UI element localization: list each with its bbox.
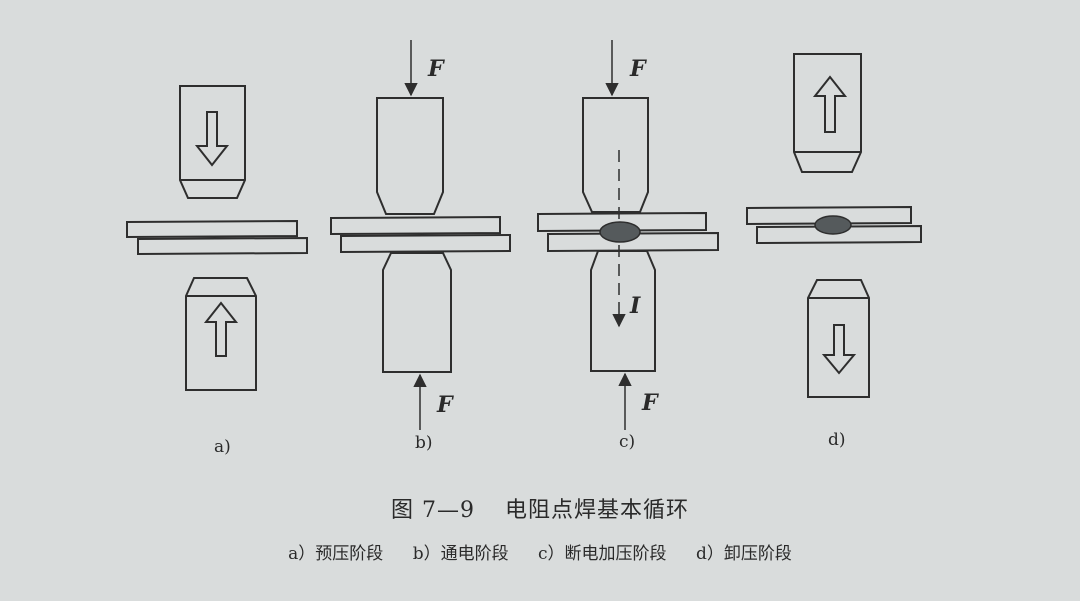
stage-b-group: [330, 40, 511, 430]
arrow-down-icon: [194, 111, 230, 167]
stage-c-lower-electrode: [590, 250, 656, 372]
arrow-up-icon: [203, 301, 239, 357]
stage-c-weld-nugget: [599, 221, 641, 243]
stage-c-lower-sheet: [547, 231, 719, 253]
stage-c-letter: c): [619, 432, 635, 452]
stage-a-letter: a): [214, 437, 231, 457]
stage-b-upper-electrode: [376, 97, 444, 215]
figure-number: 图 7—9: [390, 498, 475, 523]
stage-d-letter: d): [828, 430, 846, 450]
arrow-down-icon: [821, 324, 857, 375]
stage-a-upper-sheet: [126, 219, 298, 239]
stage-d-upper-electrode: [793, 53, 862, 173]
stage-d-weld-nugget: [814, 215, 852, 235]
stage-c-current-label: I: [629, 293, 641, 319]
legend-item-c: c）断电加压阶段: [538, 544, 667, 564]
legend-item-b: b）通电阶段: [412, 544, 509, 564]
stage-b-letter: b): [415, 433, 433, 453]
stage-d-lower-sheet: [756, 224, 922, 245]
legend-item-d: d）卸压阶段: [695, 544, 792, 564]
stage-c-upper-sheet: [537, 211, 707, 233]
stage-d-group: [746, 53, 922, 398]
stage-b-upper-sheet: [330, 215, 501, 236]
stage-legend: a）预压阶段 b）通电阶段 c）断电加压阶段 d）卸压阶段: [0, 539, 1080, 564]
stage-b-force-bottom-label: F: [436, 392, 454, 418]
stage-b-force-top-label: F: [427, 56, 445, 82]
stage-b-lower-electrode: [382, 252, 452, 373]
stage-c-force-bottom-label: F: [641, 390, 659, 416]
stage-c-force-top-label: F: [629, 56, 647, 82]
figure-title: 电阻点焊基本循环: [504, 498, 689, 523]
legend-item-a: a）预压阶段: [288, 544, 384, 564]
figure-caption: 图 7—9 电阻点焊基本循环: [0, 492, 1080, 524]
stage-a-upper-electrode: [179, 85, 246, 199]
stage-a-lower-sheet: [137, 236, 308, 256]
stage-d-upper-sheet: [746, 205, 912, 226]
stage-a-lower-electrode: [185, 277, 257, 391]
stage-c-upper-electrode: [582, 97, 649, 213]
stage-b-lower-sheet: [340, 233, 511, 254]
arrow-up-icon: [812, 75, 848, 133]
stage-a-group: [126, 85, 308, 391]
